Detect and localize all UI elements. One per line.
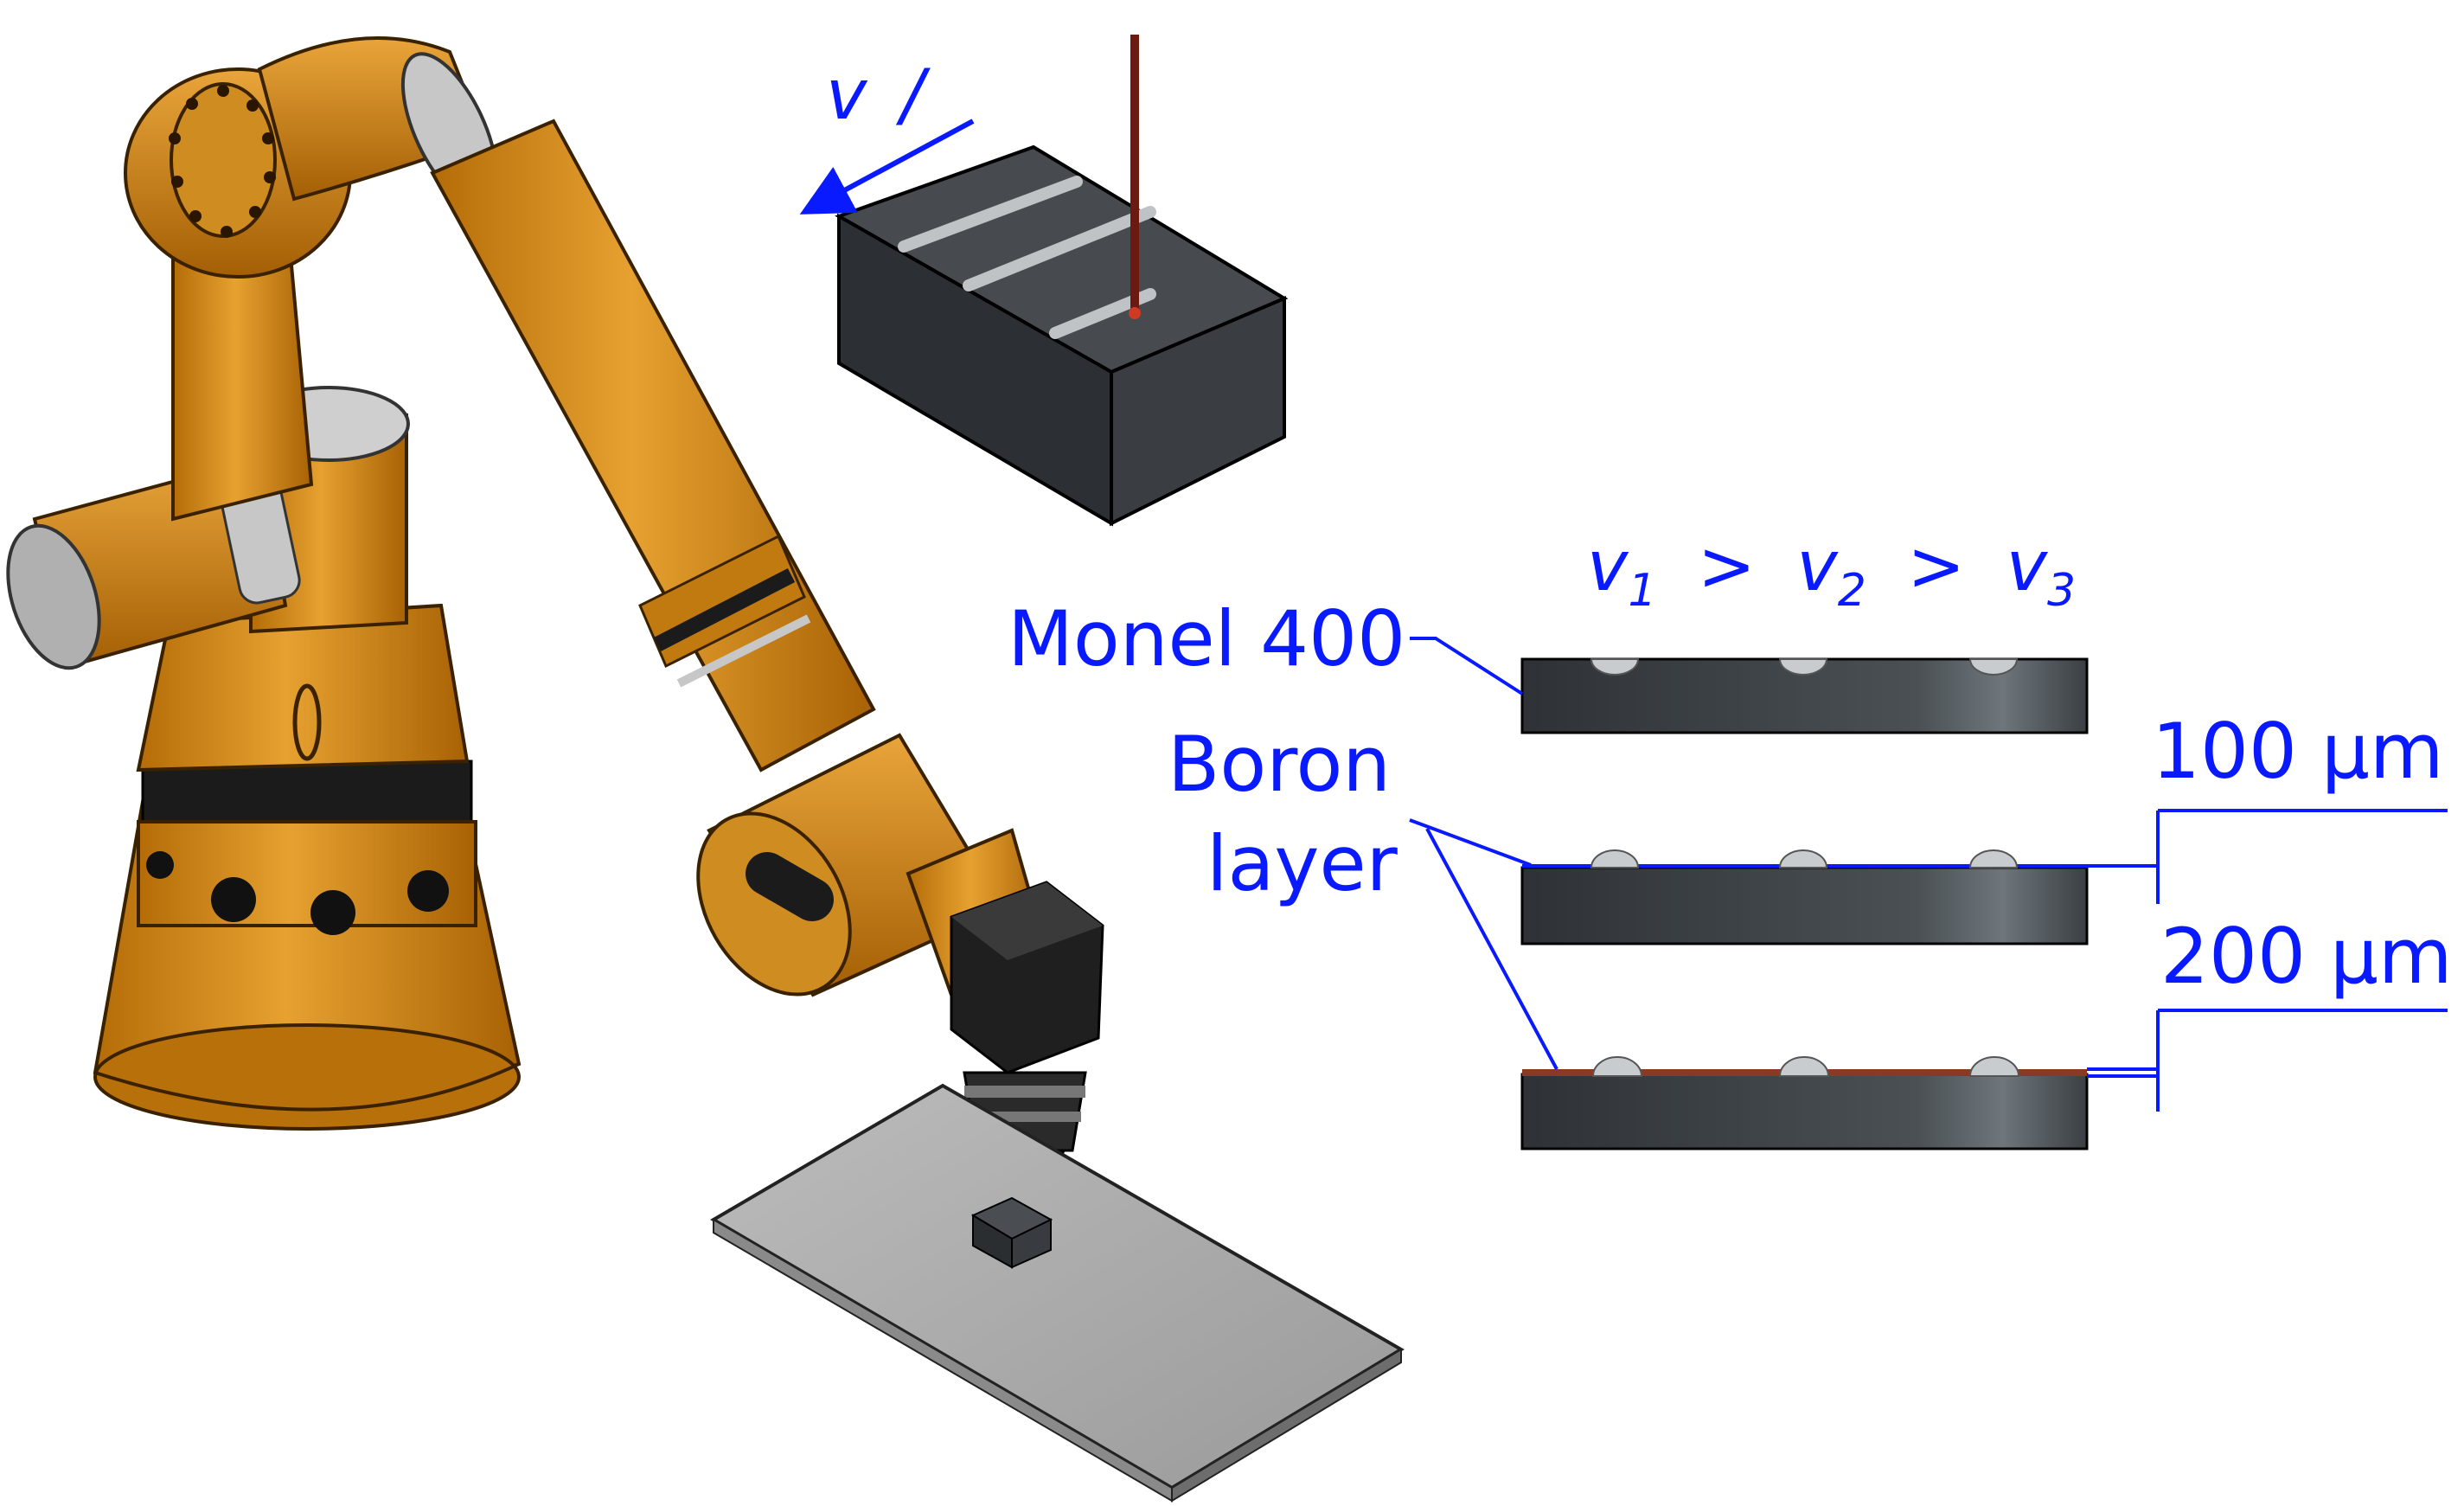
gt-symbol-1: > bbox=[1697, 526, 1756, 606]
speed-v3-sub: 3 bbox=[2047, 565, 2077, 617]
speed-symbol: v bbox=[826, 54, 867, 135]
gt-symbol-2: > bbox=[1907, 526, 1966, 606]
speed-v3: v bbox=[2006, 526, 2048, 606]
speed-relation: v1 > v2 > v3 bbox=[1587, 532, 2076, 614]
monel-leader bbox=[1410, 637, 1524, 695]
robot-arm bbox=[6, 36, 1104, 1263]
speed-separator: / bbox=[900, 54, 925, 135]
robot-upper-arm bbox=[124, 36, 499, 522]
zoomed-block bbox=[835, 35, 1289, 527]
monel-label: Monel 400 bbox=[1008, 594, 1406, 683]
dim-100-label: 100 µm bbox=[2152, 707, 2444, 796]
speed-label: v / bbox=[826, 61, 925, 130]
leader-lines bbox=[1409, 637, 1558, 1070]
cross-section-1 bbox=[1520, 657, 2089, 734]
boron-label-line2: layer bbox=[1206, 819, 1398, 908]
robot-base bbox=[93, 603, 522, 1131]
speed-v1: v bbox=[1587, 526, 1629, 606]
robot-forearm bbox=[430, 119, 876, 772]
boron-leader-1 bbox=[1409, 818, 1532, 867]
scan-direction-arrow bbox=[799, 119, 975, 215]
cross-section-2 bbox=[1520, 849, 2089, 945]
boron-label-line1: Boron bbox=[1168, 720, 1392, 809]
dimension-100 bbox=[2087, 809, 2448, 904]
dim-200-label: 200 µm bbox=[2160, 912, 2453, 1001]
small-sample bbox=[970, 1196, 1053, 1269]
speed-v2-sub: 2 bbox=[1837, 565, 1866, 617]
speed-v2: v bbox=[1796, 526, 1838, 606]
dimension-200 bbox=[2087, 1009, 2448, 1112]
build-plate bbox=[710, 1083, 1405, 1503]
boron-leader-2 bbox=[1425, 828, 1558, 1070]
elbow-bolts bbox=[169, 85, 276, 238]
speed-v1-sub: 1 bbox=[1628, 565, 1657, 617]
cross-section-3 bbox=[1520, 1056, 2089, 1150]
